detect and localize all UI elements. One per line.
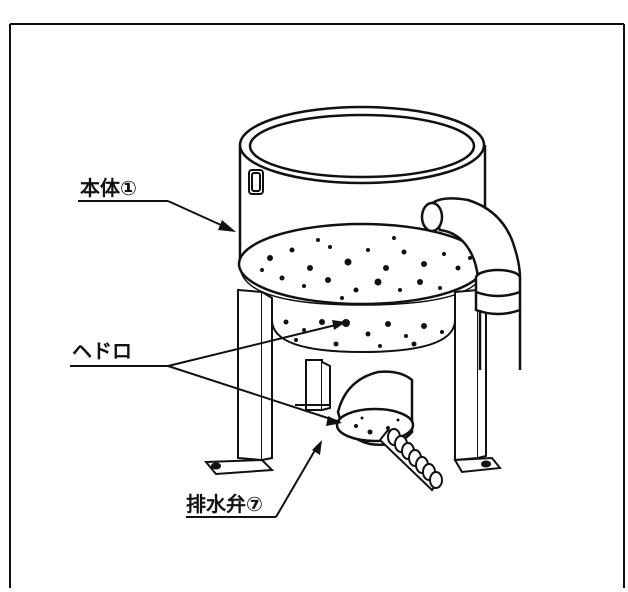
feet — [203, 456, 502, 476]
label-drain-valve: 排水弁⑦ — [186, 492, 263, 516]
leader-lines — [70, 200, 345, 518]
tank-body — [238, 105, 487, 265]
lower-plate — [271, 319, 456, 354]
inlet-pipe — [420, 197, 522, 370]
drain-hose — [378, 428, 443, 492]
lower-plate-holes — [283, 319, 444, 348]
tank-handle — [248, 169, 264, 195]
label-main-body: 本体① — [80, 176, 137, 200]
legs — [237, 288, 487, 462]
upper-plate-holes — [260, 236, 472, 300]
arrow-heads — [218, 220, 346, 455]
drain-valve — [335, 370, 415, 446]
valve-dots — [354, 416, 400, 435]
label-sludge: ヘドロ — [72, 339, 132, 363]
upper-plate — [237, 222, 487, 306]
